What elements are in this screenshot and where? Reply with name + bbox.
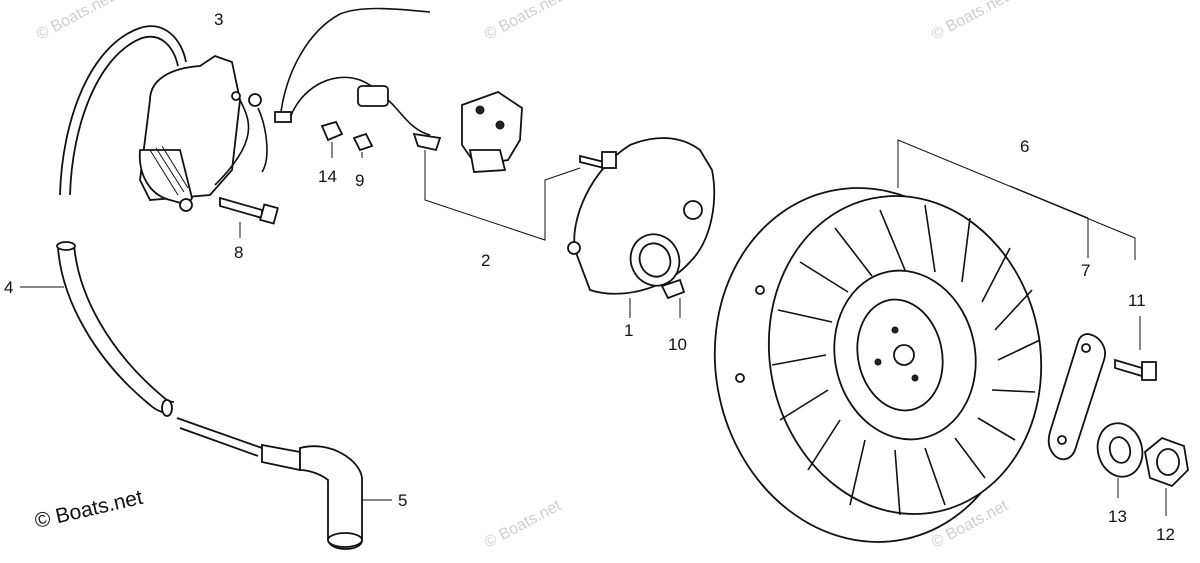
contact-breaker-part — [357, 85, 581, 241]
callout-5: 5 — [398, 491, 407, 510]
contact-wire-part — [274, 7, 431, 123]
callout-1: 1 — [624, 321, 633, 340]
flywheel-part — [713, 139, 1136, 543]
watermark: © Boats.net — [34, 0, 116, 44]
callout-12: 12 — [1156, 525, 1175, 544]
spark-plug-cap-part — [261, 443, 392, 550]
flywheel-fins — [771, 204, 1041, 516]
callout-14: 14 — [318, 167, 337, 186]
flywheel-bolt-part — [1114, 316, 1157, 381]
ignition-lead-part — [56, 25, 263, 457]
breaker-cover-part — [567, 137, 716, 318]
callout-3: 3 — [214, 10, 223, 29]
callout-13: 13 — [1108, 507, 1127, 526]
cover-screw-part — [579, 151, 617, 170]
watermark: © Boats.net — [482, 0, 564, 44]
washer-screw-parts — [320, 120, 374, 158]
callout-8: 8 — [234, 243, 243, 262]
watermark: © Boats.net — [482, 497, 564, 552]
callout-10: 10 — [668, 335, 687, 354]
callout-7: 7 — [1081, 261, 1090, 280]
callout-4: 4 — [4, 278, 13, 297]
washer-part — [1096, 422, 1144, 498]
ignition-coil-part — [138, 55, 268, 212]
plate-part — [1047, 333, 1106, 461]
callout-labels: 1 2 3 4 5 6 7 8 9 10 11 12 13 14 — [4, 10, 1175, 544]
callout-11: 11 — [1128, 291, 1146, 310]
cover-screw-lower-part — [660, 278, 686, 318]
coil-bolt-part — [219, 196, 279, 238]
callout-9: 9 — [355, 171, 364, 190]
callout-6: 6 — [1020, 137, 1029, 156]
watermark: © Boats.net — [929, 0, 1011, 44]
callout-2: 2 — [481, 251, 490, 270]
nut-part — [1144, 436, 1189, 516]
